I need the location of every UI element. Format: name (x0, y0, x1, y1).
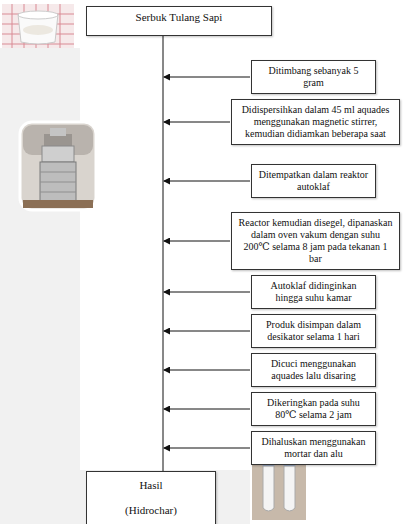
process-box: Ditempatkan dalam reaktor autoklaf (251, 164, 376, 198)
node-text: Autoklaf didinginkan hingga suhu kamar (257, 280, 370, 304)
side-band (0, 48, 80, 524)
process-box: Dicuci menggunakan aquades lalu disaring (251, 353, 376, 387)
trunk-line (163, 36, 164, 471)
node-text: Dikeringkan pada suhu 80℃ selama 2 jam (257, 397, 370, 421)
step-arrow (164, 448, 250, 449)
process-box: Didispersihkan dalam 45 ml aquades mengg… (231, 99, 400, 145)
node-text: Dicuci menggunakan aquades lalu disaring (257, 358, 370, 382)
process-box: Produk disimpan dalam desikator selama 1… (251, 314, 376, 348)
process-box: Dikeringkan pada suhu 80℃ selama 2 jam (251, 392, 376, 426)
result-box: Hasil (Hidrochar) (86, 471, 216, 524)
step-arrow (164, 181, 250, 182)
node-text: Ditempatkan dalam reaktor autoklaf (257, 169, 370, 193)
step-arrow (164, 122, 230, 123)
step-arrow (164, 331, 250, 332)
process-box: Autoklaf didinginkan hingga suhu kamar (251, 275, 376, 309)
step-arrow (164, 77, 250, 78)
step-arrow (164, 241, 230, 242)
node-subtext: (Hidrochar) (92, 504, 210, 517)
node-text: Serbuk Tulang Sapi (92, 11, 266, 24)
step-arrow (164, 292, 250, 293)
process-box: Reactor kemudian disegel, dipanaskan dal… (231, 212, 400, 270)
bottom-band (0, 470, 250, 524)
node-text: Dihaluskan menggunakan mortar dan alu (257, 436, 370, 460)
node-text: Didispersihkan dalam 45 ml aquades mengg… (237, 104, 394, 140)
node-text: Produk disimpan dalam desikator selama 1… (257, 319, 370, 343)
process-box: Dihaluskan menggunakan mortar dan alu (251, 431, 376, 465)
node-text: Ditimbang sebanyak 5 gram (257, 65, 370, 89)
node-text: Reactor kemudian disegel, dipanaskan dal… (237, 217, 394, 265)
start-box: Serbuk Tulang Sapi (86, 6, 272, 36)
powder-photo (2, 4, 74, 48)
autoclave-photo (20, 122, 96, 210)
step-arrow (164, 409, 250, 410)
node-text: Hasil (92, 479, 210, 492)
step-arrow (164, 370, 250, 371)
process-box: Ditimbang sebanyak 5 gram (251, 60, 376, 94)
